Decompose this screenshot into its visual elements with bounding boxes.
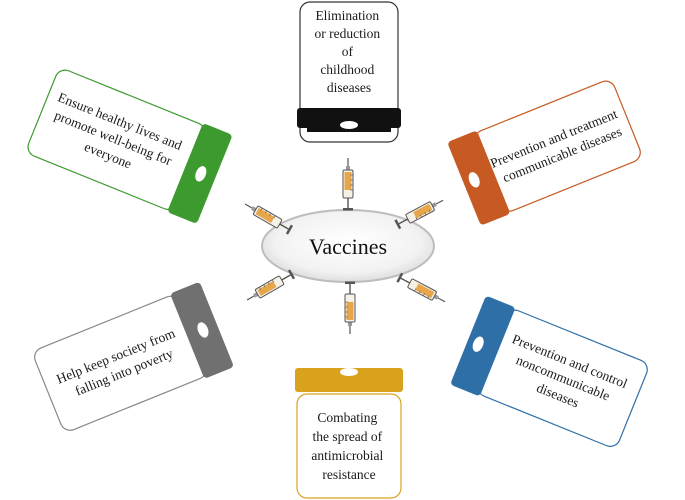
syringe-bottom-right-tick: [418, 290, 421, 294]
syringe-bottom-left: [246, 269, 296, 301]
vial-bottom-body: [296, 393, 402, 499]
syringe-top-left-tick: [273, 215, 276, 219]
syringe-bottom-right-fluid: [415, 283, 435, 299]
vial-top-left-hole: [195, 166, 207, 182]
vial-top-label: Elimination or reduction of childhood di…: [315, 8, 384, 95]
vial-top-line-3: of: [342, 44, 354, 59]
syringes-group: [244, 158, 446, 334]
syringe-bottom-left-tick: [263, 284, 266, 288]
syringe-top-left-tick: [264, 210, 267, 214]
vial-bottom-left-hole: [197, 322, 209, 338]
vial-bottom-cap: [295, 368, 403, 392]
syringe-bottom-right-tick: [427, 295, 430, 299]
vial-top-right: Prevention and treatment communicable di…: [448, 80, 641, 225]
syringe-top-plunger-head: [343, 208, 353, 211]
syringe-top-right-tick: [419, 214, 422, 218]
vial-bottom-right-cap: [451, 296, 515, 396]
syringe-top-right-plunger: [398, 218, 409, 225]
syringe-top-right-fluid: [413, 203, 433, 219]
center-label: Vaccines: [309, 234, 387, 259]
syringe-top-hub: [346, 166, 350, 170]
syringe-top-left-fluid: [255, 207, 275, 224]
syringe-top-right-tick: [424, 212, 427, 216]
syringe-bottom-right-needle: [437, 297, 446, 303]
syringe-top-right: [394, 199, 444, 230]
syringe-bottom-right: [396, 272, 446, 303]
syringe-bottom-fluid: [346, 302, 354, 320]
syringe-bottom-left-plunger-head: [287, 269, 296, 280]
syringe-bottom-right-plunger-head: [396, 272, 404, 283]
syringe-top-right-plunger-head: [394, 219, 402, 230]
syringe-top-right-needle: [435, 199, 444, 205]
syringe-top-left-tick: [269, 213, 272, 216]
vial-bottom: Combating the spread of antimicrobial re…: [295, 368, 403, 499]
vial-top-line-5: diseases: [327, 80, 371, 95]
syringe-top-left-needle: [244, 203, 253, 209]
vial-top-right-hole: [468, 172, 480, 188]
syringe-bottom-left-tick: [259, 287, 262, 290]
vial-bottom-line-3: antimicrobial: [311, 448, 383, 463]
syringe-bottom-left-needle: [246, 295, 255, 301]
syringe-bottom-left-tick: [267, 282, 270, 285]
syringe-top-right-tick: [415, 216, 418, 220]
vial-bottom-right: Prevention and control noncommunicable d…: [451, 296, 648, 447]
vial-top-line-2: or reduction: [315, 26, 381, 41]
syringe-top-left-tick: [260, 208, 263, 211]
vial-top-cap: [297, 108, 401, 128]
syringe-top: [342, 158, 354, 211]
center-node: Vaccines: [261, 209, 435, 283]
vial-top: Elimination or reduction of childhood di…: [297, 1, 401, 143]
vial-top-hole: [340, 121, 358, 129]
vial-top-line-1: Elimination: [315, 8, 379, 23]
syringe-bottom-right-tick: [414, 288, 417, 292]
vial-bottom-left: Help keep society from falling into pove…: [34, 282, 233, 431]
syringe-bottom-hub: [348, 322, 352, 326]
syringe-bottom-left-fluid: [257, 280, 277, 297]
vial-top-left: Ensure healthy lives and promote well-be…: [27, 69, 232, 223]
syringe-top-left-plunger-head: [285, 224, 294, 235]
syringe-top-left-plunger: [279, 223, 289, 230]
syringe-bottom-plunger-head: [345, 281, 355, 284]
vial-top-line-4: childhood: [320, 62, 374, 77]
syringe-bottom-right-tick: [423, 293, 425, 296]
syringe-top-fluid: [344, 172, 352, 190]
vial-bottom-line-1: Combating: [317, 410, 377, 425]
syringe-top-right-tick: [428, 209, 431, 213]
syringe-bottom: [344, 281, 356, 334]
syringe-bottom-left-tick: [272, 279, 275, 283]
vial-bottom-line-4: resistance: [322, 467, 375, 482]
syringe-bottom-left-plunger: [281, 274, 291, 281]
vial-bottom-label: Combating the spread of antimicrobial re…: [311, 410, 386, 482]
vial-bottom-hole: [340, 368, 358, 376]
vial-bottom-right-hole: [472, 336, 484, 352]
syringe-top-left: [244, 203, 294, 235]
syringe-bottom-right-plunger: [400, 277, 411, 284]
vial-top-body: [299, 1, 399, 143]
vial-bottom-line-2: the spread of: [312, 429, 382, 444]
